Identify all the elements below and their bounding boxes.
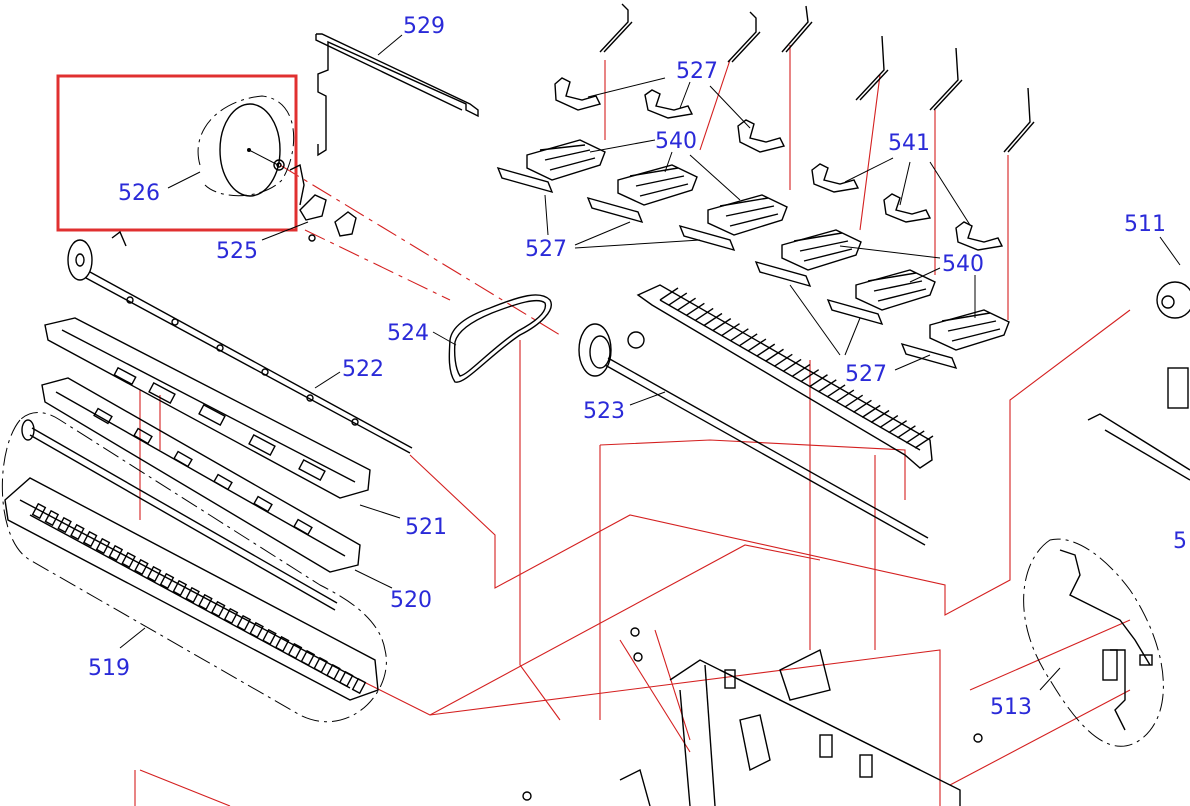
part-526-disk	[167, 95, 295, 197]
springs-527-top	[554, 77, 786, 153]
part-511-motor	[1087, 236, 1190, 481]
label-523: 523	[583, 399, 625, 424]
part-527-guide-comb	[636, 284, 934, 469]
label-520: 520	[390, 588, 432, 613]
chassis-frame	[522, 627, 983, 806]
part-522-roller-shaft	[67, 230, 413, 454]
label-521: 521	[405, 515, 447, 540]
part-525-sensor	[261, 163, 357, 242]
label-511: 511	[1124, 212, 1166, 237]
label-529: 529	[403, 14, 445, 39]
pads-527	[496, 166, 958, 371]
part-521-plate	[44, 317, 401, 519]
part-labels: 529 527 540 541 526 525 527 511 540 524 …	[88, 14, 1187, 720]
part-520-plate	[41, 377, 393, 589]
part-513-cable	[1023, 538, 1164, 747]
part-524-belt	[432, 294, 552, 383]
label-519: 519	[88, 656, 130, 681]
part-519-frame	[1, 412, 387, 723]
springs-541	[811, 157, 1004, 251]
label-524: 524	[387, 321, 429, 346]
label-527-low: 527	[845, 362, 887, 387]
label-526: 526	[118, 181, 160, 206]
part-523-drive-shaft	[578, 323, 929, 546]
label-513: 513	[990, 695, 1032, 720]
assembly-reference-lines	[134, 45, 1131, 806]
part-529-bracket	[315, 33, 479, 157]
label-541: 541	[888, 131, 930, 156]
hook-springs	[599, 3, 1035, 153]
label-527-mid: 527	[525, 237, 567, 262]
label-527-top: 527	[676, 59, 718, 84]
label-525: 525	[216, 239, 258, 264]
label-540-top: 540	[655, 129, 697, 154]
label-540-right: 540	[942, 252, 984, 277]
label-522: 522	[342, 357, 384, 382]
label-5-partial: 5	[1173, 529, 1187, 554]
highlight-box	[56, 74, 298, 232]
holders-540	[526, 139, 1010, 351]
